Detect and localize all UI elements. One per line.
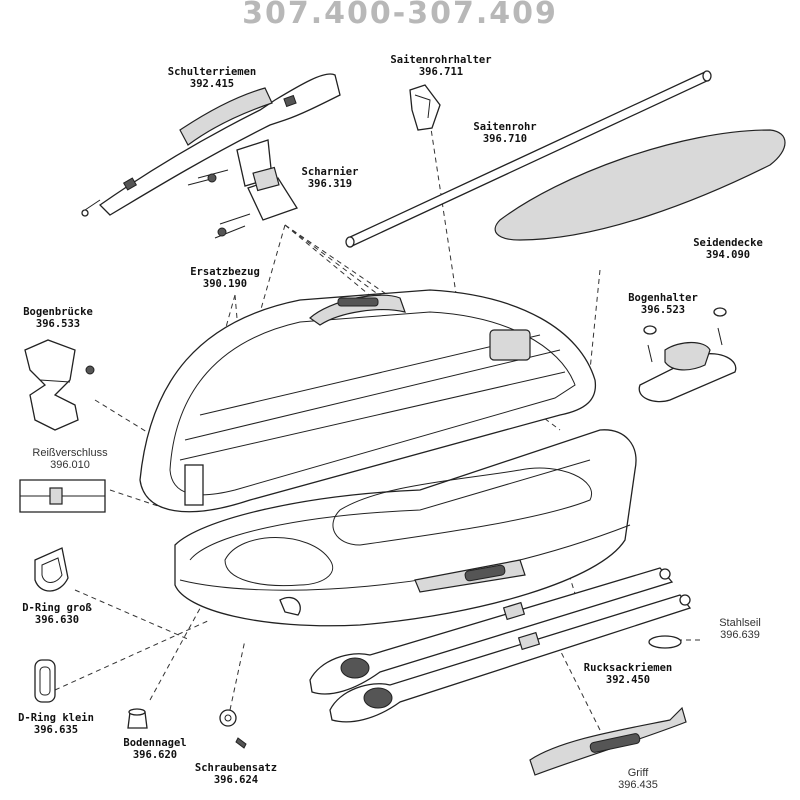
model-number-title: 307.400-307.409 — [242, 0, 558, 31]
part-code: 394.090 — [705, 249, 751, 261]
bow-bridge-part — [24, 339, 95, 431]
shoulder-strap-part — [81, 73, 341, 217]
part-name: Schraubensatz — [194, 762, 278, 774]
part-code: 396.010 — [50, 459, 90, 471]
part-code: 396.620 — [132, 749, 178, 761]
part-code: 396.710 — [482, 133, 528, 145]
foot-stud-part — [127, 708, 148, 729]
label-saitenrohrhalter: Saitenrohrhalter 396.711 — [390, 54, 491, 78]
screw-set-part — [219, 709, 247, 749]
part-name: Seidendecke — [693, 237, 763, 249]
label-stahlseil: Stahlseil 396.639 — [719, 617, 761, 641]
part-name: Rucksackriemen — [583, 662, 673, 674]
steel-cable-part — [648, 635, 682, 649]
string-tube-holder-part — [409, 84, 441, 131]
label-schraubensatz: Schraubensatz 396.624 — [195, 762, 277, 786]
part-code: 396.624 — [213, 774, 259, 786]
part-code: 396.635 — [33, 724, 79, 736]
label-rucksackriemen: Rucksackriemen 392.450 — [584, 662, 673, 686]
string-tube-part — [345, 70, 712, 248]
hinge-part — [187, 139, 298, 239]
part-code: 396.711 — [418, 66, 464, 78]
part-code: 390.190 — [202, 278, 248, 290]
label-schulterriemen: Schulterriemen 392.415 — [168, 66, 257, 90]
part-name: Stahlseil — [719, 617, 761, 629]
d-ring-small-part — [34, 659, 56, 703]
part-name: Bogenbrücke — [23, 306, 93, 318]
label-ersatzbezug: Ersatzbezug 390.190 — [190, 266, 260, 290]
part-name: Saitenrohr — [473, 121, 537, 133]
part-code: 392.450 — [605, 674, 651, 686]
part-code: 396.523 — [640, 304, 686, 316]
handle-part — [529, 706, 687, 776]
part-name: Bodennagel — [123, 737, 187, 749]
zipper-part — [19, 479, 106, 513]
part-name: Reißverschluss — [32, 447, 108, 459]
part-name: Schulterriemen — [167, 66, 257, 78]
part-name: D-Ring groß — [22, 602, 92, 614]
label-bogenbruecke: Bogenbrücke 396.533 — [23, 306, 93, 330]
label-scharnier: Scharnier 396.319 — [302, 166, 359, 190]
label-seidendecke: Seidendecke 394.090 — [693, 237, 763, 261]
part-name: Bogenhalter — [628, 292, 698, 304]
label-d-ring-gross: D-Ring groß 396.630 — [22, 602, 92, 626]
part-code: 396.319 — [307, 178, 353, 190]
part-code: 392.415 — [189, 78, 235, 90]
case-body-part — [139, 289, 637, 627]
part-code: 396.630 — [34, 614, 80, 626]
bow-holder-part — [638, 307, 737, 403]
d-ring-large-part — [34, 547, 69, 592]
label-saitenrohr: Saitenrohr 396.710 — [473, 121, 536, 145]
part-code: 396.639 — [720, 629, 760, 641]
part-name: Scharnier — [301, 166, 359, 178]
part-name: Griff — [627, 767, 649, 779]
backpack-straps-part — [309, 567, 692, 723]
label-d-ring-klein: D-Ring klein 396.635 — [18, 712, 94, 736]
part-name: Saitenrohrhalter — [390, 54, 492, 66]
silk-cover-part — [494, 129, 786, 241]
part-name: D-Ring klein — [18, 712, 94, 724]
label-reissverschluss: Reißverschluss 396.010 — [32, 447, 107, 471]
label-griff: Griff 396.435 — [618, 767, 658, 791]
label-bodennagel: Bodennagel 396.620 — [123, 737, 186, 761]
part-name: Ersatzbezug — [190, 266, 260, 278]
label-bogenhalter: Bogenhalter 396.523 — [628, 292, 698, 316]
part-code: 396.435 — [618, 779, 658, 791]
part-code: 396.533 — [35, 318, 81, 330]
